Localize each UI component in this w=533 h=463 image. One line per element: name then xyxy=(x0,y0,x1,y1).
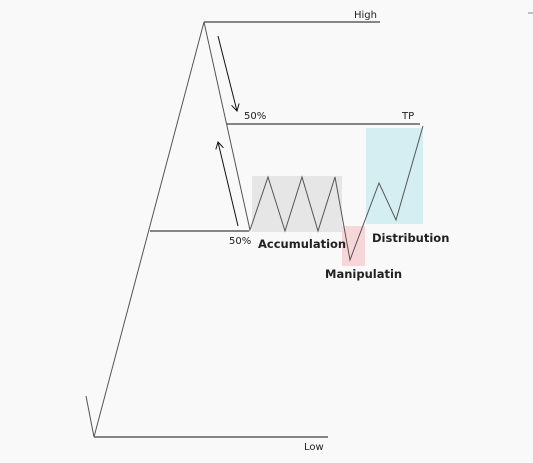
distribution-label: Distribution xyxy=(372,231,449,245)
fifty-top-label: 50% xyxy=(244,111,266,122)
accumulation-label: Accumulation xyxy=(258,237,346,251)
retracement-arrow-down xyxy=(217,35,237,111)
fifty-bottom-label: 50% xyxy=(229,236,251,247)
high-label: High xyxy=(354,10,377,21)
low-label: Low xyxy=(304,442,324,453)
manipulation-label: Manipulatin xyxy=(325,267,402,281)
tp-label: TP xyxy=(401,111,414,122)
retracement-arrow-up xyxy=(218,142,239,227)
distribution-zone xyxy=(366,128,423,224)
price-path xyxy=(85,21,424,438)
